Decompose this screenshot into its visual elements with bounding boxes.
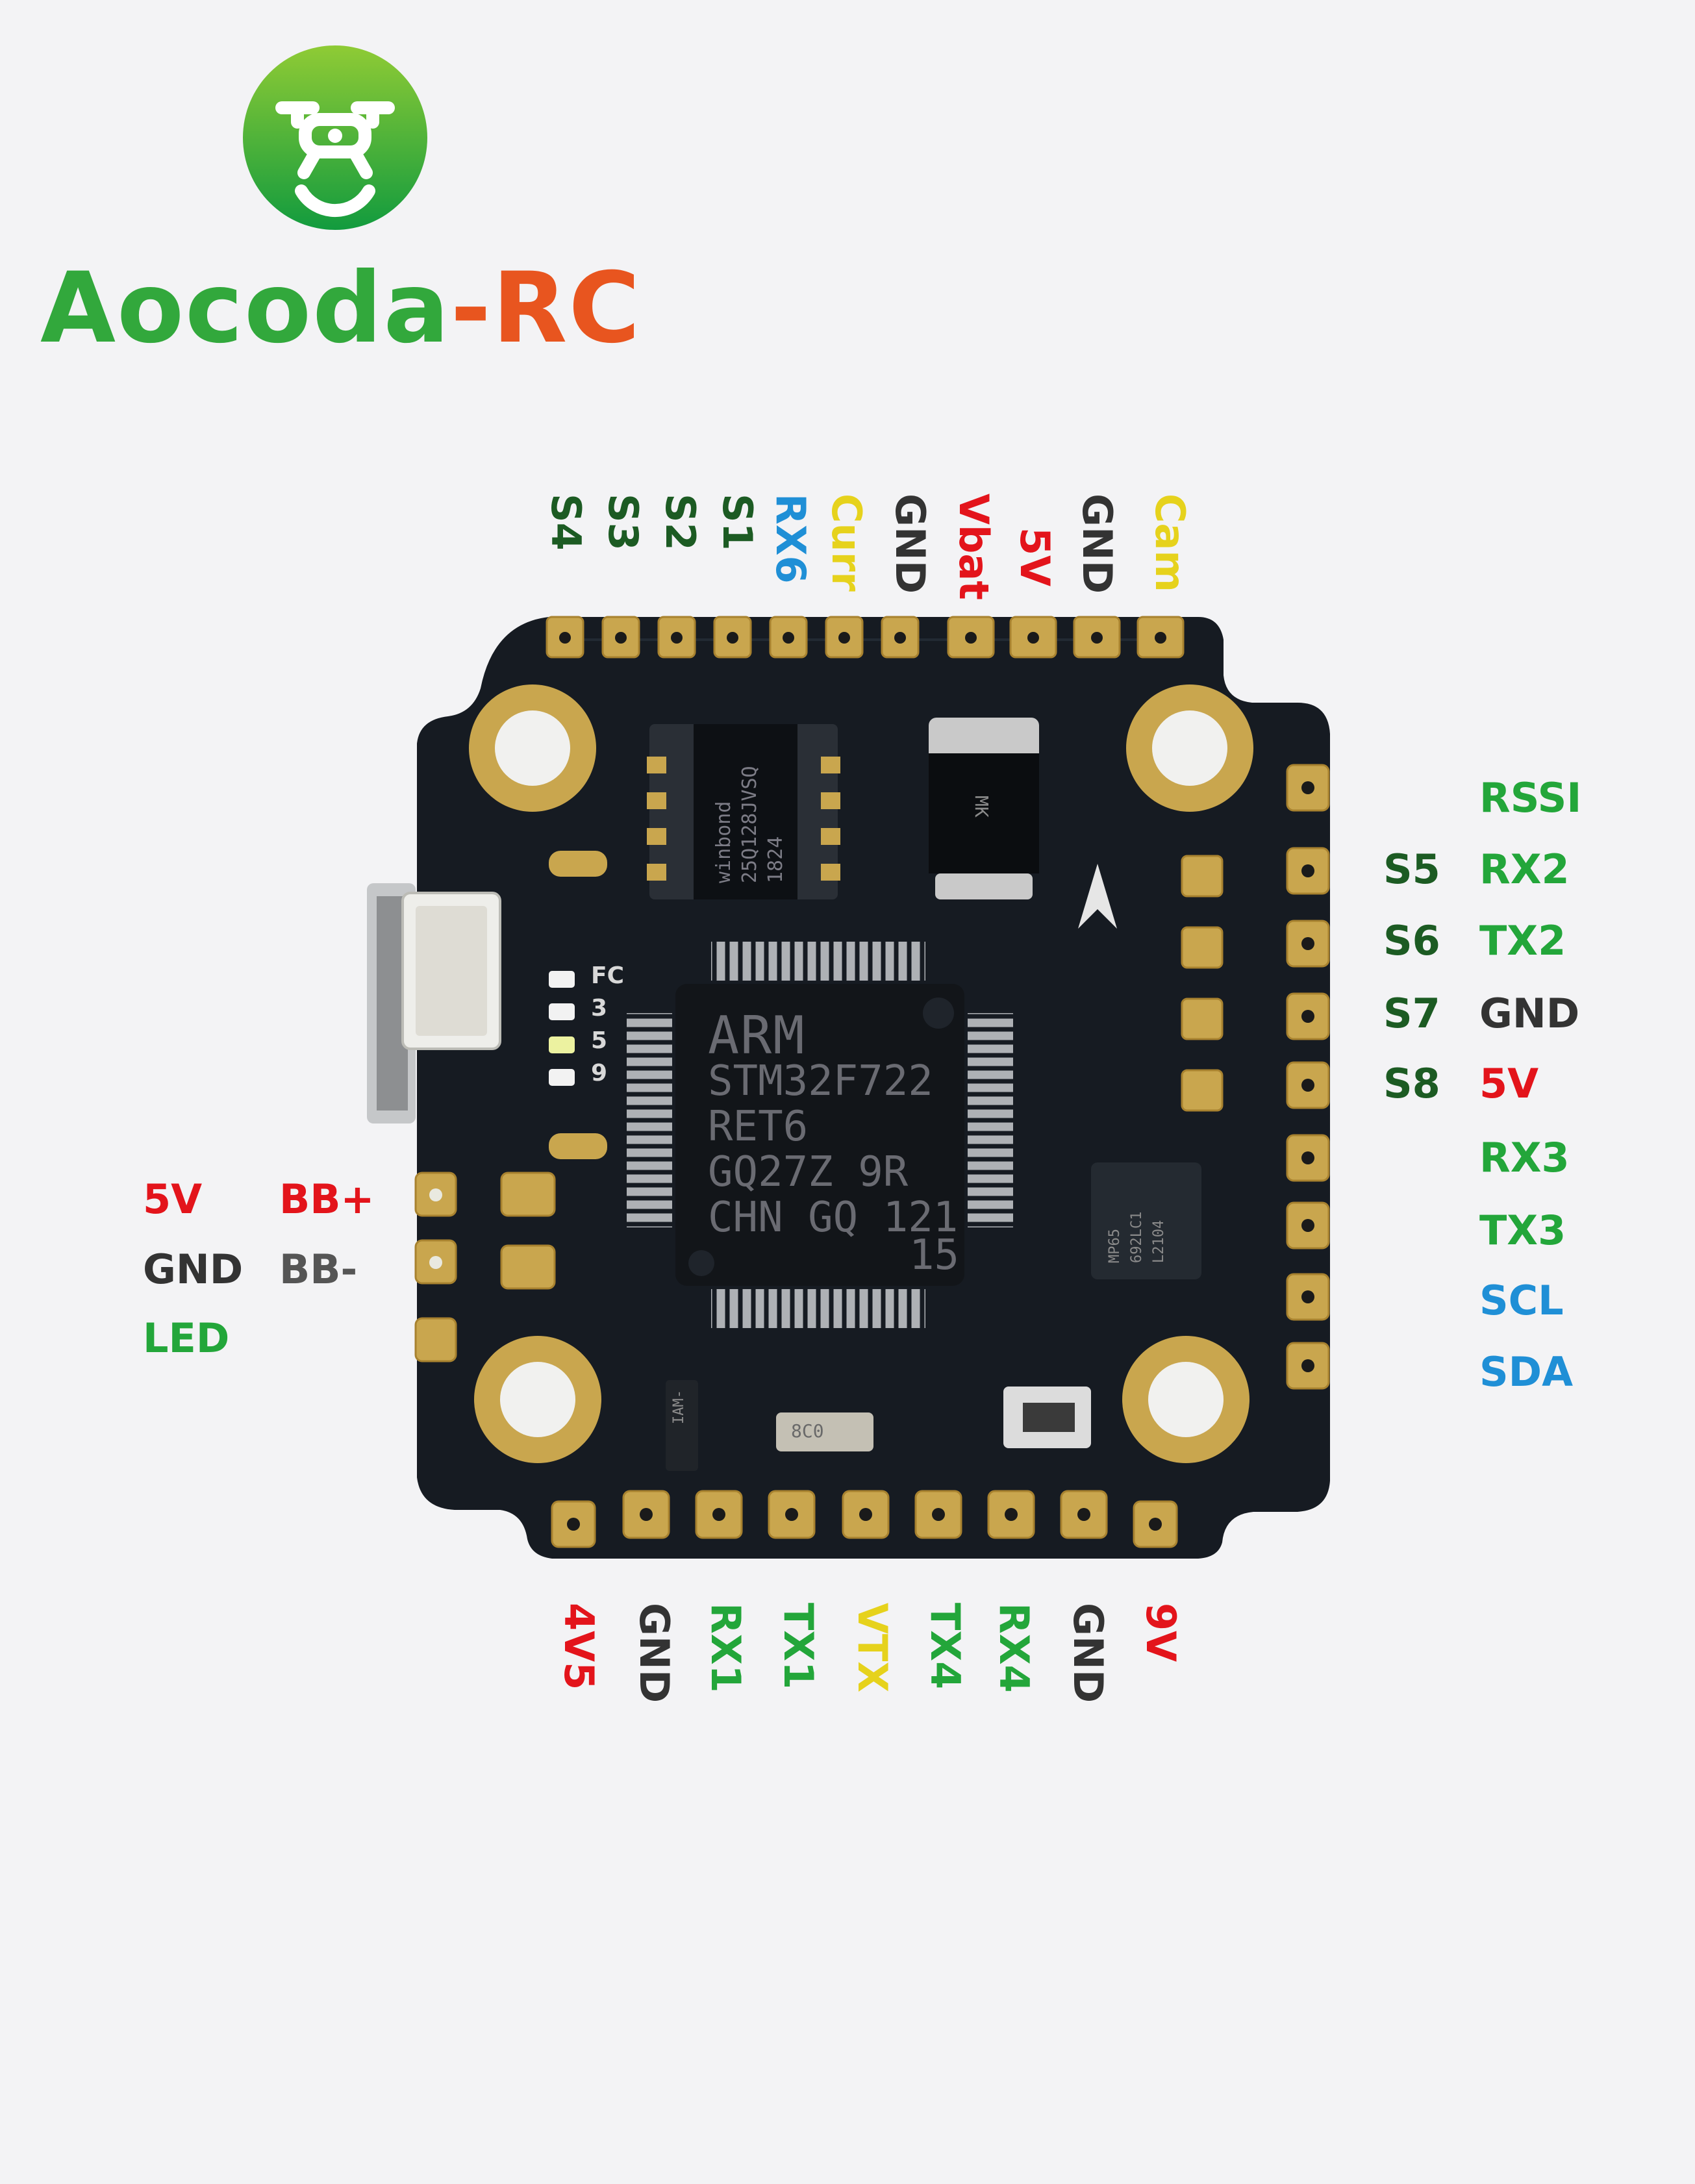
top-label-s2: S2: [657, 494, 704, 551]
left-inner-label-bbplus: BB+: [279, 1175, 375, 1223]
top-label-vbat: Vbat: [950, 494, 998, 600]
baro-sensor: [1003, 1387, 1091, 1448]
bottom-label-9v: 9V: [1137, 1603, 1185, 1663]
flash-text: winbond 25Q128JVSQ 1824: [711, 740, 815, 883]
bottom-label-gnd1: GND: [631, 1603, 678, 1703]
left-inner-label-bbminus: BB-: [279, 1246, 358, 1293]
right-label-rssi: RSSI: [1479, 774, 1582, 822]
bottom-label-vtx: VTX: [849, 1603, 896, 1693]
mcu-marking: ARM STM32F722 RET6 GQ27Z 9R CHN GQ 121 1…: [708, 1005, 959, 1279]
flash-part: 25Q128JVSQ: [738, 766, 761, 883]
mounting-holes: [469, 684, 1253, 1463]
drone-logo-icon: [243, 45, 427, 230]
baro-marking: MP65 692LC1 L2104: [1104, 1172, 1170, 1263]
baro-line3: L2104: [1151, 1220, 1167, 1263]
right-label-tx2: TX2: [1479, 917, 1566, 964]
right-label-scl: SCL: [1479, 1277, 1564, 1324]
mcu-brand: ARM: [708, 1005, 806, 1066]
regulator: [666, 1380, 698, 1471]
bottom-label-gnd2: GND: [1064, 1603, 1112, 1703]
right-inner-label-s6: S6: [1383, 917, 1440, 964]
top-label-curr: Curr: [823, 494, 870, 592]
right-label-rx3: RX3: [1479, 1134, 1570, 1181]
usb-connector: [367, 883, 501, 1123]
mcu-code: 15: [909, 1231, 960, 1279]
flash-date: 1824: [764, 836, 787, 883]
diode-marking: MK: [971, 796, 992, 818]
right-inner-label-s8: S8: [1383, 1060, 1440, 1107]
top-label-gnd1: GND: [886, 494, 934, 594]
fc-led-5: 5: [591, 1027, 608, 1054]
right-inner-label-s7: S7: [1383, 990, 1440, 1037]
top-label-s4: S4: [542, 494, 590, 551]
left-label-gnd: GND: [143, 1246, 244, 1293]
top-label-cam: Cam: [1146, 494, 1194, 592]
right-label-rx2: RX2: [1479, 846, 1570, 893]
bottom-label-tx1: TX1: [775, 1603, 822, 1690]
crystal-marking: 8C0: [791, 1420, 824, 1442]
top-label-s3: S3: [599, 494, 647, 551]
left-label-5v: 5V: [143, 1175, 203, 1223]
top-label-s1: S1: [714, 494, 761, 551]
top-label-gnd2: GND: [1074, 494, 1121, 594]
right-label-5v: 5V: [1479, 1060, 1539, 1107]
bottom-label-rx1: RX1: [702, 1603, 749, 1693]
mcu-lot: GQ27Z 9R: [708, 1148, 909, 1196]
right-label-sda: SDA: [1479, 1348, 1574, 1396]
status-leds: [549, 851, 607, 1159]
fc-label: FC: [591, 962, 625, 989]
mcu-part: STM32F722: [708, 1057, 933, 1105]
flash-brand: winbond: [712, 801, 735, 883]
right-inner-label-s5: S5: [1383, 846, 1440, 893]
left-label-led: LED: [143, 1314, 230, 1362]
bottom-label-rx4: RX4: [990, 1603, 1038, 1693]
barometer-chip: [1091, 1162, 1201, 1279]
brand-name-part2: -RC: [450, 252, 642, 365]
top-label-5v: 5V: [1011, 527, 1059, 587]
left-pad-column: [414, 1172, 556, 1362]
right-pad-column: [1181, 764, 1330, 1390]
flash-chip: [647, 724, 840, 899]
fc-led-3: 3: [591, 995, 608, 1022]
regulator-marking: IAM-: [671, 1390, 687, 1424]
bottom-label-tx4: TX4: [922, 1603, 969, 1690]
bottom-label-4v5: 4V5: [555, 1603, 603, 1690]
crystal: [776, 1412, 873, 1451]
right-label-gnd: GND: [1479, 990, 1580, 1037]
direction-arrow-icon: [1078, 864, 1117, 929]
fc-led-labels: FC 3 5 9: [591, 960, 624, 1090]
baro-line1: MP65: [1107, 1229, 1123, 1263]
fc-led-9: 9: [591, 1060, 608, 1086]
mcu-variant: RET6: [708, 1103, 809, 1151]
diode: [929, 718, 1039, 899]
mcu-chip: [627, 942, 1013, 1328]
brand-name-part1: Aocoda: [40, 252, 451, 365]
baro-line2: 692LC1: [1129, 1211, 1145, 1263]
right-label-tx3: TX3: [1479, 1207, 1566, 1254]
mcu-origin: CHN GQ 121: [708, 1194, 959, 1242]
top-label-rx6: RX6: [767, 494, 814, 584]
